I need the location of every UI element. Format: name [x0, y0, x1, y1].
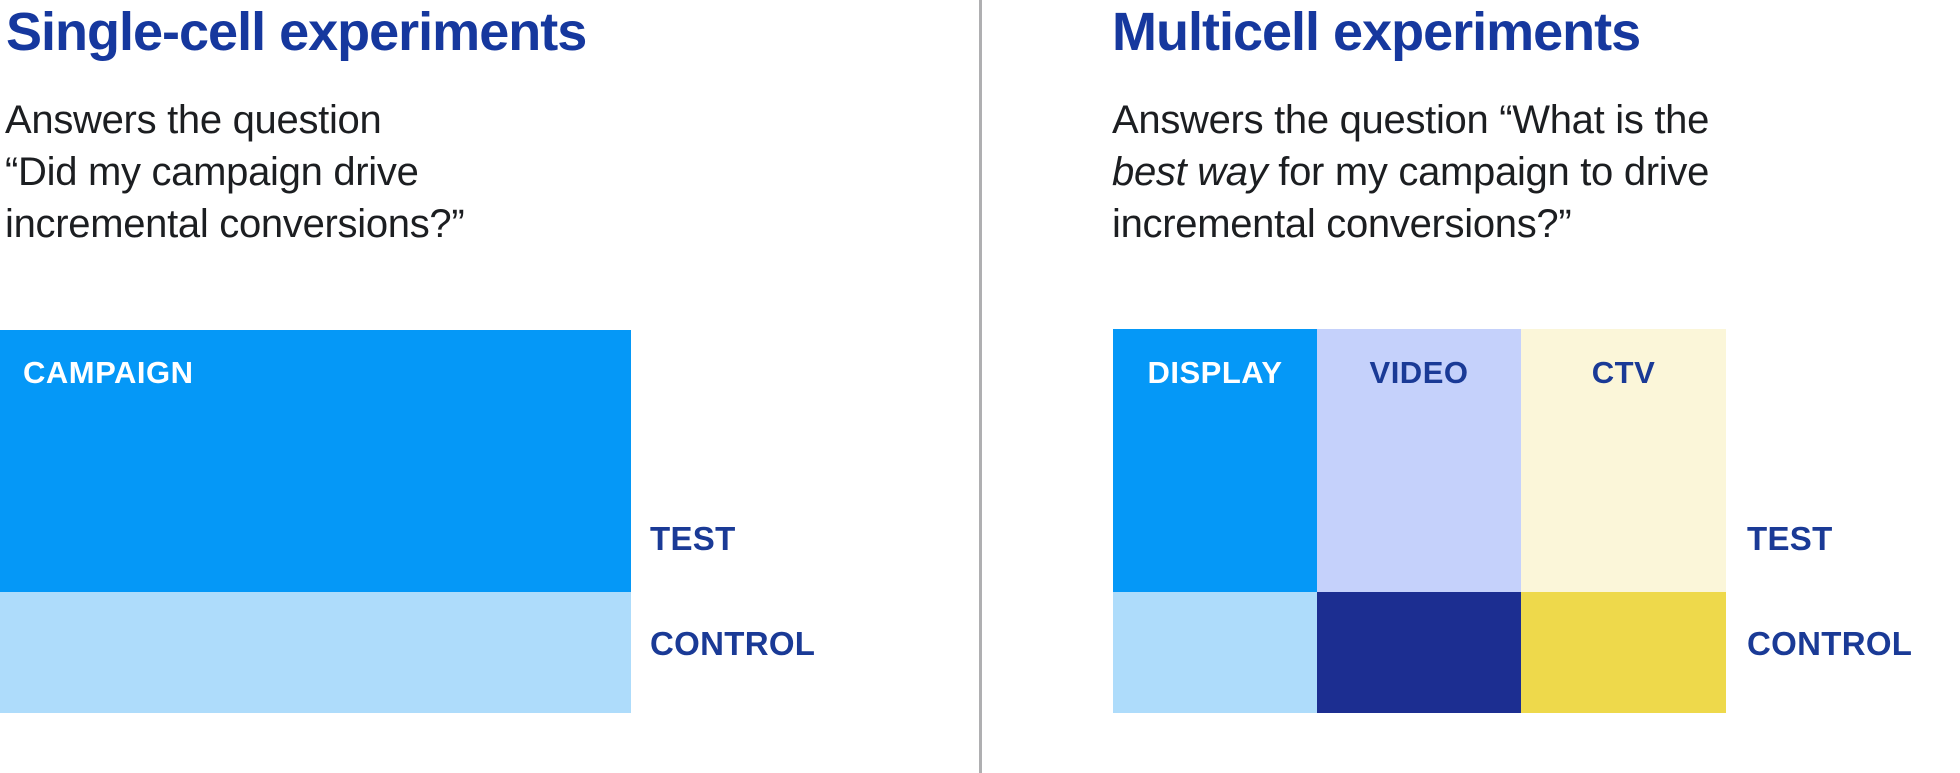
- multicell-description: Answers the question “What is the best w…: [1112, 94, 1902, 250]
- control-label-right: CONTROL: [1747, 625, 1913, 662]
- video-control-cell: [1317, 592, 1521, 713]
- display-label: DISPLAY: [1147, 355, 1283, 390]
- single-cell-title: Single-cell experiments: [6, 2, 587, 62]
- display-test-cell: DISPLAY: [1113, 329, 1317, 592]
- description-line-rest: for my campaign to drive: [1267, 150, 1710, 194]
- description-line: “Did my campaign drive: [5, 150, 419, 194]
- description-line: Answers the question: [5, 98, 382, 142]
- control-label-left: CONTROL: [650, 625, 816, 662]
- description-line: incremental conversions?”: [1112, 202, 1572, 246]
- ctv-test-cell: CTV: [1521, 329, 1726, 592]
- panel-divider: [979, 0, 982, 773]
- ctv-label: CTV: [1591, 355, 1656, 390]
- campaign-label: CAMPAIGN: [23, 355, 194, 390]
- description-italic: best way: [1112, 150, 1268, 194]
- campaign-test-cell: CAMPAIGN: [0, 330, 631, 592]
- display-control-cell: [1113, 592, 1317, 713]
- single-cell-description: Answers the question “Did my campaign dr…: [5, 94, 655, 250]
- multicell-title: Multicell experiments: [1112, 2, 1641, 62]
- video-test-cell: VIDEO: [1317, 329, 1521, 592]
- description-line: incremental conversions?”: [5, 202, 465, 246]
- description-line: Answers the question “What is the: [1112, 98, 1710, 142]
- description-line: best way for my campaign to drive: [1112, 146, 1902, 198]
- test-label-left: TEST: [650, 520, 736, 557]
- campaign-control-cell: [0, 592, 631, 713]
- ctv-control-cell: [1521, 592, 1726, 713]
- test-label-right: TEST: [1747, 520, 1833, 557]
- video-label: VIDEO: [1369, 355, 1469, 390]
